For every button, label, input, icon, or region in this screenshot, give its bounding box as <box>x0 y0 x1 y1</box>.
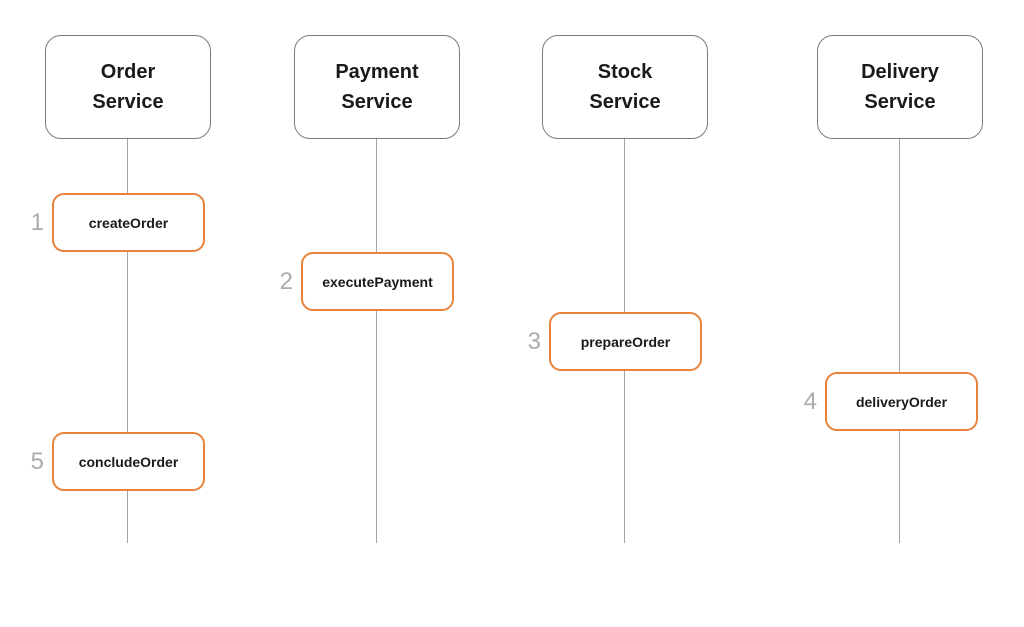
operation-label-createorder: createOrder <box>88 214 169 231</box>
operation-label-executepayment: executePayment <box>322 273 433 290</box>
operation-label-prepareorder: prepareOrder <box>580 333 671 350</box>
step-number-5: 5 <box>30 447 44 475</box>
lifeline-payment-service <box>376 139 377 543</box>
step-number-1: 1 <box>30 208 44 236</box>
operation-label-deliveryorder: deliveryOrder <box>855 393 948 410</box>
operation-box-executepayment: 2 executePayment <box>280 252 454 311</box>
operation-label-concludeorder: concludeOrder <box>78 453 179 470</box>
service-name-order: Order Service <box>92 61 164 113</box>
service-box-payment: Payment Service <box>294 35 460 139</box>
service-box-delivery: Delivery Service <box>817 35 983 139</box>
operation-box-prepareorder: 3 prepareOrder <box>528 312 702 371</box>
service-box-order: Order Service <box>45 35 211 139</box>
operation-box-deliveryorder: 4 deliveryOrder <box>804 372 978 431</box>
step-number-2: 2 <box>279 267 293 295</box>
lifeline-order-service <box>127 139 128 543</box>
lifeline-delivery-service <box>899 139 900 543</box>
operation-box-concludeorder: 5 concludeOrder <box>31 432 205 491</box>
service-box-stock: Stock Service <box>542 35 708 139</box>
step-number-4: 4 <box>803 387 817 415</box>
step-number-3: 3 <box>527 327 541 355</box>
service-name-stock: Stock Service <box>589 61 661 113</box>
service-name-delivery: Delivery Service <box>861 61 939 113</box>
operation-box-createorder: 1 createOrder <box>31 193 205 252</box>
service-name-payment: Payment Service <box>335 61 419 113</box>
